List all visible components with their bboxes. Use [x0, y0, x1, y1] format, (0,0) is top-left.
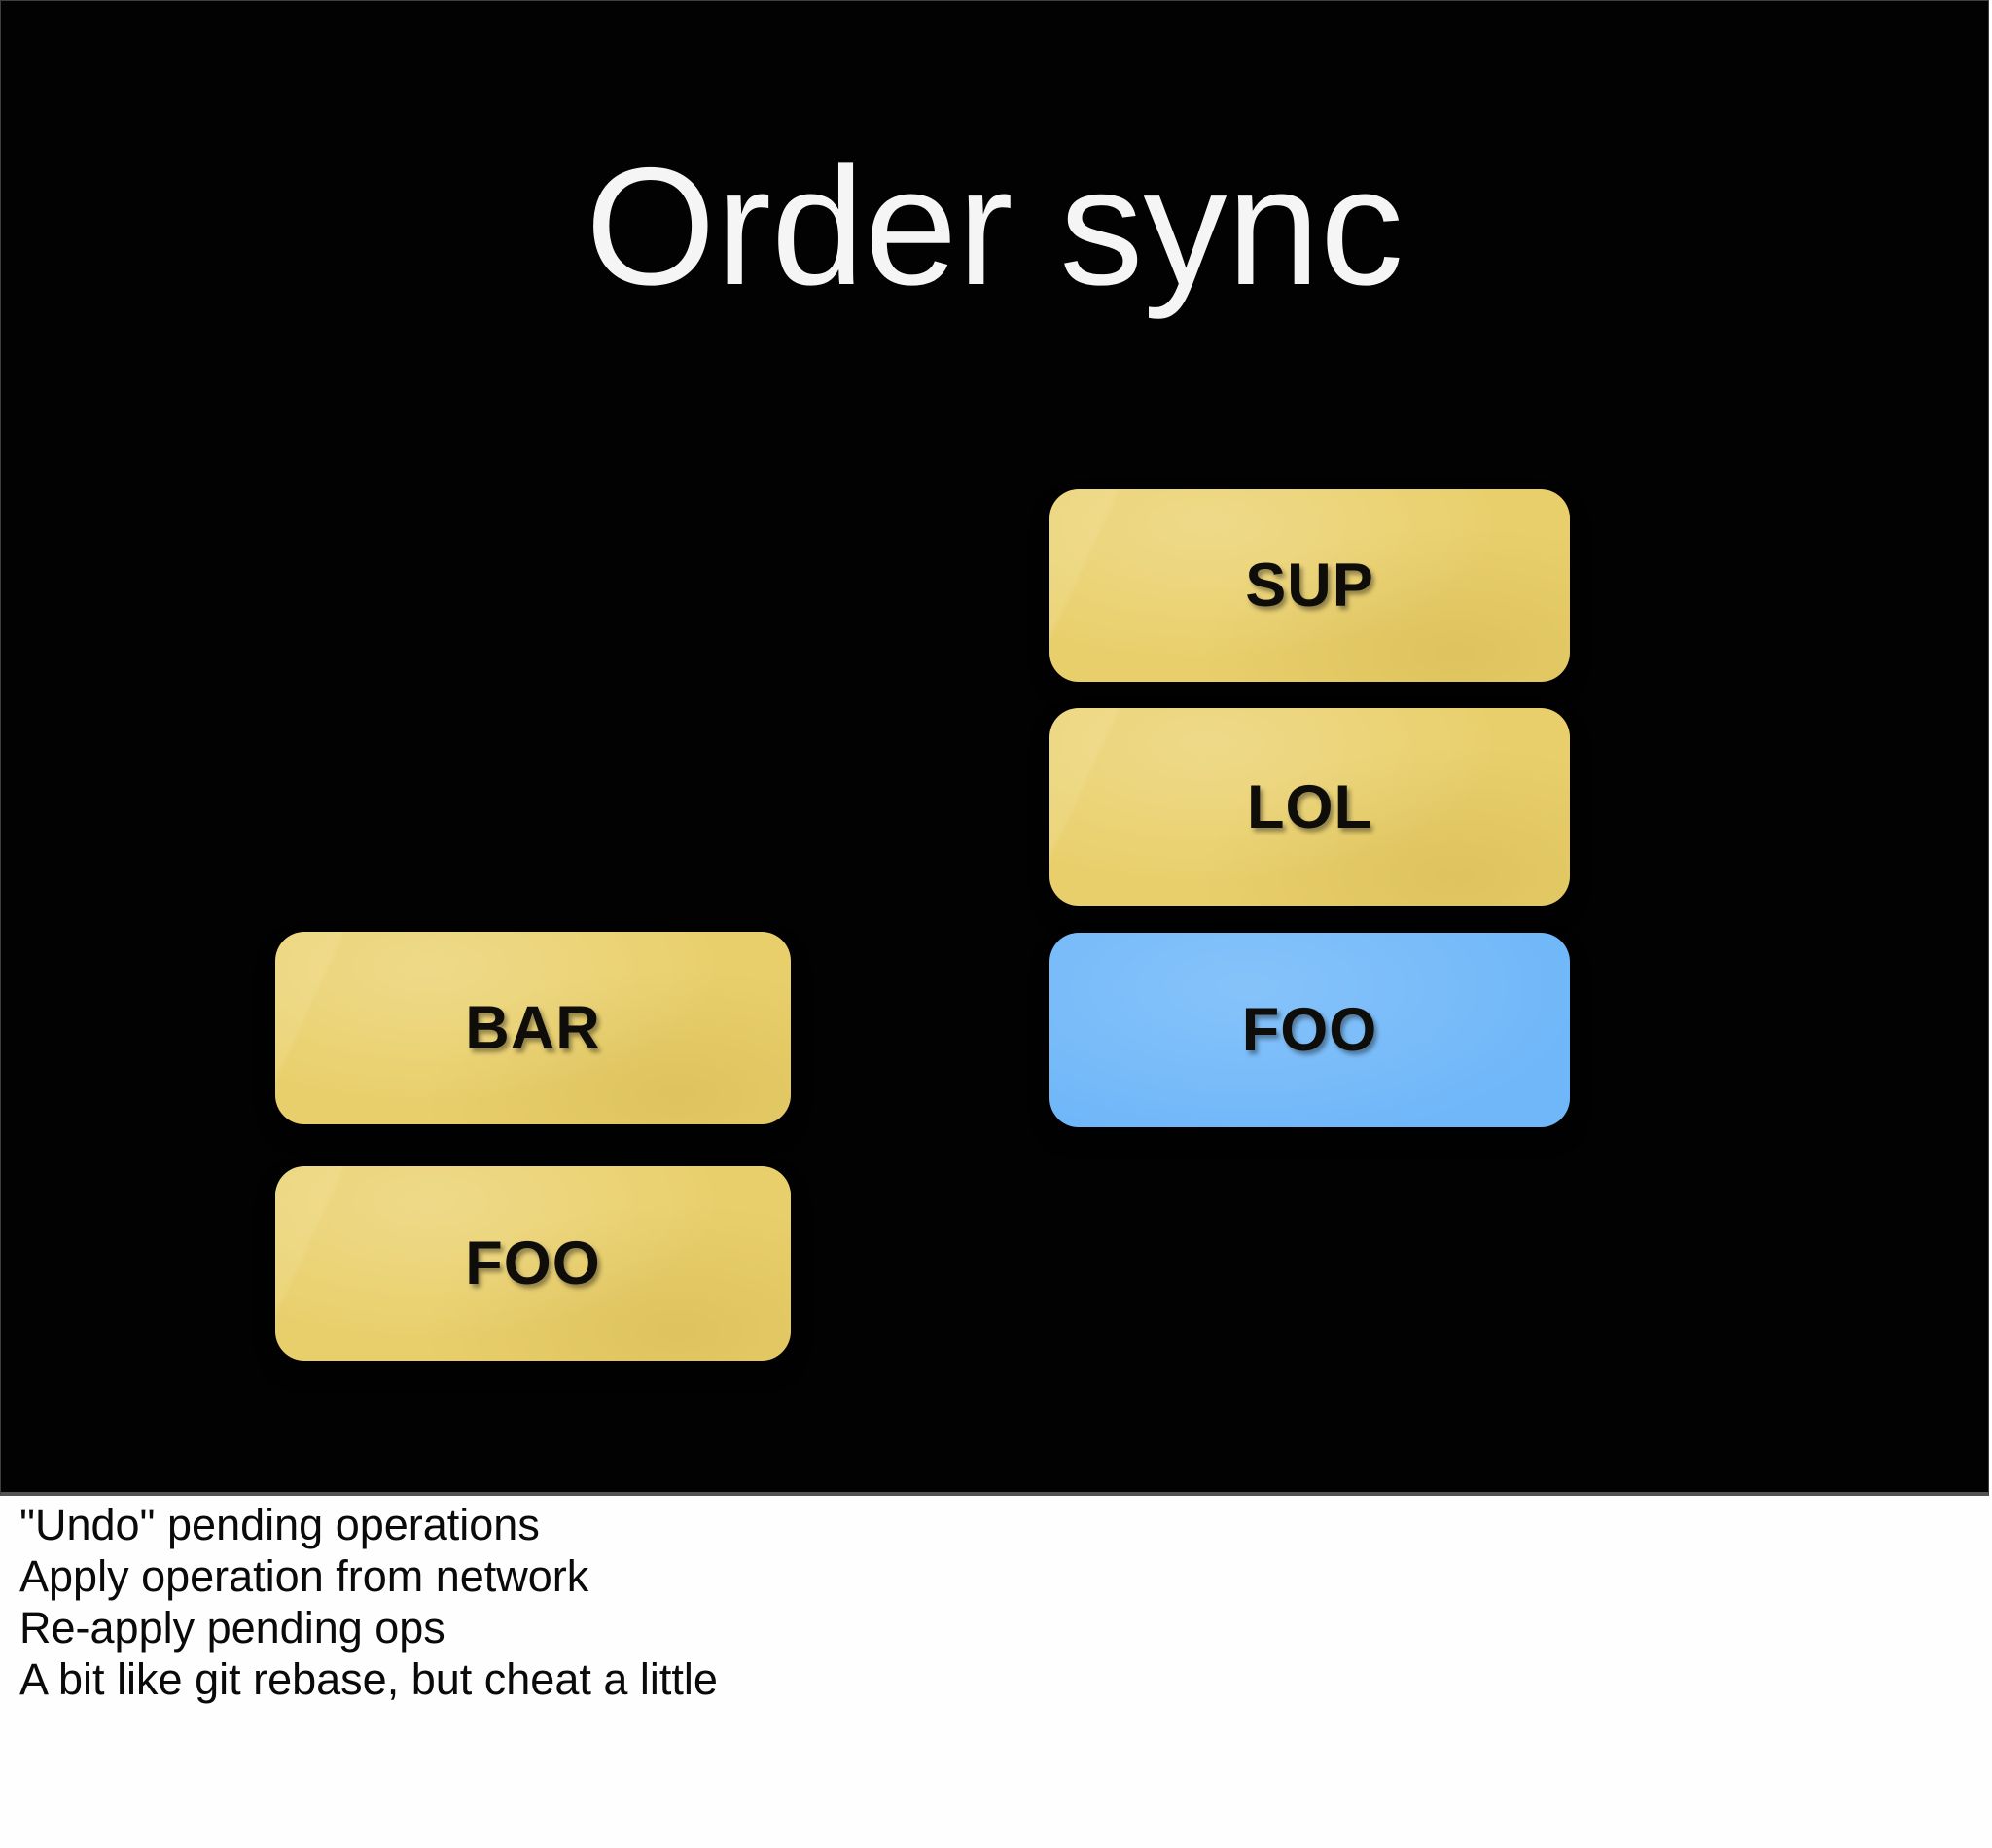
card-sup: SUP [1049, 489, 1570, 682]
slide-title: Order sync [585, 133, 1405, 320]
card-bar-label: BAR [465, 994, 601, 1062]
card-lol: LOL [1049, 708, 1570, 906]
notes-line: "Undo" pending operations [19, 1500, 540, 1549]
card-sup-label: SUP [1245, 551, 1374, 620]
slide-canvas: Order sync SUP LOL FOO BAR FOO [0, 0, 1989, 1496]
card-foo-pending-label: FOO [465, 1229, 601, 1297]
notes-line: Apply operation from network [19, 1551, 589, 1601]
presenter-notes: "Undo" pending operations Apply operatio… [0, 1497, 1992, 1848]
presenter-notes-text: "Undo" pending operations Apply operatio… [19, 1499, 718, 1705]
card-foo-highlighted-label: FOO [1241, 996, 1378, 1064]
notes-line: A bit like git rebase, but cheat a littl… [19, 1654, 718, 1704]
notes-line: Re-apply pending ops [19, 1603, 445, 1653]
card-foo-pending: FOO [275, 1166, 791, 1361]
card-bar: BAR [275, 932, 791, 1124]
card-lol-label: LOL [1247, 772, 1372, 841]
card-foo-highlighted: FOO [1049, 933, 1570, 1127]
